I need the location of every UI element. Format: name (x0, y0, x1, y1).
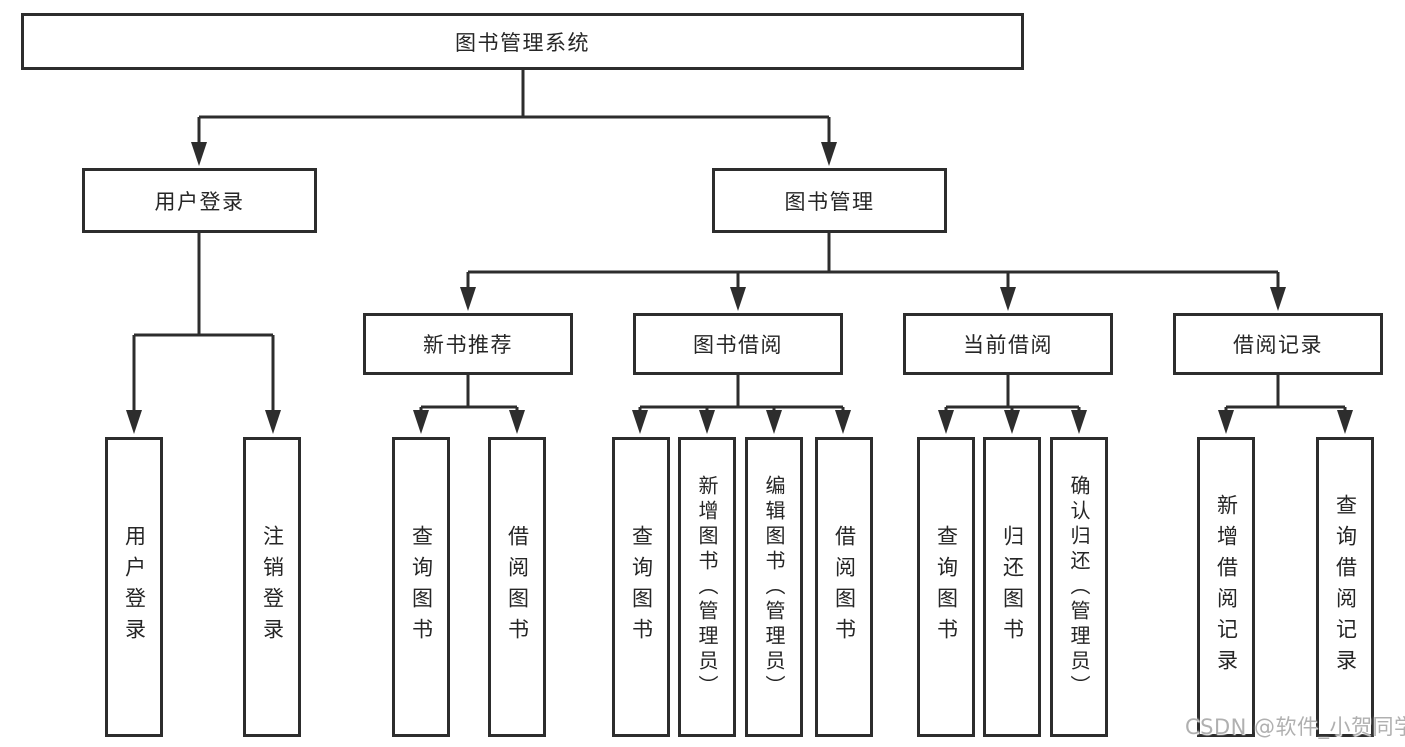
connector-new-book-branch (413, 375, 525, 434)
leaf-logout: 注销登录 (243, 437, 301, 737)
arrowhead (1071, 410, 1087, 434)
node-book-management: 图书管理 (712, 168, 947, 233)
arrowhead (265, 410, 281, 434)
node-root: 图书管理系统 (21, 13, 1024, 70)
leaf-edit-book-admin-label: 编辑图书（管理员） (762, 474, 786, 700)
connector-borrow-record-branch (1218, 375, 1353, 434)
node-book-borrow: 图书借阅 (633, 313, 843, 375)
arrowhead (1000, 287, 1016, 311)
arrowhead (730, 287, 746, 311)
node-current-borrow: 当前借阅 (903, 313, 1113, 375)
leaf-return-book: 归还图书 (983, 437, 1041, 737)
node-new-book-recommend-label: 新书推荐 (423, 333, 513, 357)
node-borrow-record: 借阅记录 (1173, 313, 1383, 375)
arrowhead (766, 410, 782, 434)
leaf-add-borrow-record-label: 新增借阅记录 (1214, 494, 1239, 680)
leaf-add-borrow-record: 新增借阅记录 (1197, 437, 1255, 737)
leaf-query-book-current-label: 查询图书 (934, 525, 959, 649)
leaf-edit-book-admin: 编辑图书（管理员） (745, 437, 803, 737)
connector-book-management-branch (460, 233, 1286, 311)
node-user-login-label: 用户登录 (154, 189, 245, 214)
leaf-borrow-book-recommend: 借阅图书 (488, 437, 546, 737)
node-root-label: 图书管理系统 (455, 30, 590, 55)
node-borrow-record-label: 借阅记录 (1233, 333, 1323, 357)
leaf-query-book-borrow-label: 查询图书 (629, 525, 654, 649)
watermark-text: CSDN @软件_小贺同学 (1185, 715, 1405, 739)
leaf-confirm-return-admin-label: 确认归还（管理员） (1067, 474, 1091, 700)
node-book-borrow-label: 图书借阅 (693, 333, 783, 357)
arrowhead (632, 410, 648, 434)
arrowhead (835, 410, 851, 434)
leaf-query-book-borrow: 查询图书 (612, 437, 670, 737)
arrowhead (1218, 410, 1234, 434)
arrowhead (1270, 287, 1286, 311)
leaf-user-login: 用户登录 (105, 437, 163, 737)
connector-current-borrow-branch (938, 375, 1087, 434)
arrowhead (821, 142, 837, 166)
arrowhead (1337, 410, 1353, 434)
arrowhead (126, 410, 142, 434)
leaf-query-book-current: 查询图书 (917, 437, 975, 737)
arrowhead (938, 410, 954, 434)
arrowhead (509, 410, 525, 434)
leaf-confirm-return-admin: 确认归还（管理员） (1050, 437, 1108, 737)
leaf-user-login-label: 用户登录 (122, 525, 147, 649)
leaf-add-book-admin: 新增图书（管理员） (678, 437, 736, 737)
arrowhead (191, 142, 207, 166)
node-user-login: 用户登录 (82, 168, 317, 233)
arrowhead (413, 410, 429, 434)
arrowhead (1004, 410, 1020, 434)
leaf-borrow-book: 借阅图书 (815, 437, 873, 737)
node-new-book-recommend: 新书推荐 (363, 313, 573, 375)
connector-book-borrow-branch (632, 375, 851, 434)
leaf-return-book-label: 归还图书 (1000, 525, 1025, 649)
leaf-query-book-recommend: 查询图书 (392, 437, 450, 737)
leaf-borrow-book-label: 借阅图书 (832, 525, 857, 649)
arrowhead (460, 287, 476, 311)
leaf-query-book-recommend-label: 查询图书 (409, 525, 434, 649)
node-current-borrow-label: 当前借阅 (963, 333, 1053, 357)
connector-root-to-level2 (191, 70, 837, 166)
leaf-query-borrow-record: 查询借阅记录 (1316, 437, 1374, 737)
leaf-borrow-book-recommend-label: 借阅图书 (505, 525, 530, 649)
leaf-logout-label: 注销登录 (260, 525, 285, 649)
leaf-add-book-admin-label: 新增图书（管理员） (695, 474, 719, 700)
node-book-management-label: 图书管理 (784, 189, 875, 214)
connector-user-login-branch (126, 233, 281, 434)
leaf-query-borrow-record-label: 查询借阅记录 (1333, 494, 1358, 680)
arrowhead (699, 410, 715, 434)
